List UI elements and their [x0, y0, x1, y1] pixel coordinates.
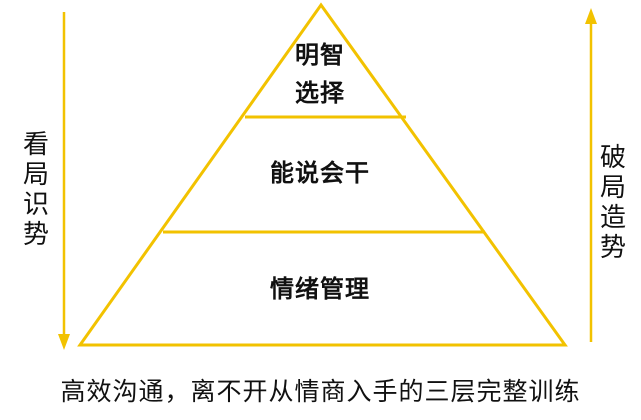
diagram-caption: 高效沟通，离不开从情商入手的三层完整训练 — [60, 377, 581, 406]
tier-top-line-2: 选择 — [295, 79, 345, 107]
right-up-arrow — [585, 8, 597, 342]
right-axis-label: 破局造势 — [599, 143, 626, 263]
tier-bottom-label: 情绪管理 — [270, 275, 370, 303]
tier-middle-label: 能说会干 — [270, 159, 370, 187]
pyramid-outline — [77, 2, 568, 347]
tier-top-label: 明智 选择 — [270, 36, 370, 112]
tier-top-line-1: 明智 — [295, 41, 345, 69]
left-down-arrow — [58, 12, 70, 350]
left-axis-label: 看局识势 — [22, 130, 49, 250]
